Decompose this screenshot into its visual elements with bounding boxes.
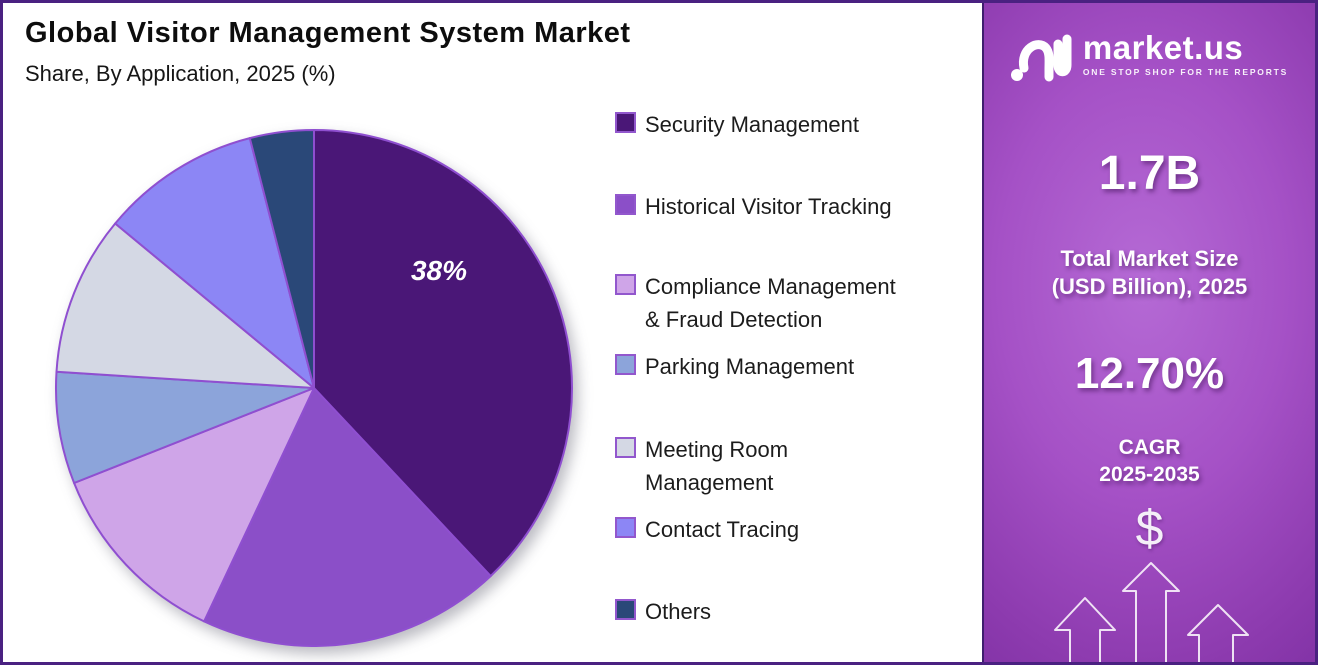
- legend-item: Others: [615, 595, 711, 628]
- cagr-period: 2025-2035: [1099, 463, 1200, 486]
- cagr-label: CAGR: [1118, 436, 1181, 459]
- brand-text: market.us ONE STOP SHOP FOR THE REPORTS: [1082, 29, 1289, 78]
- legend-item: Compliance Management& Fraud Detection: [615, 270, 896, 336]
- legend-swatch: [615, 194, 636, 215]
- pie-slice: [203, 387, 492, 647]
- legend-label: Others: [645, 599, 712, 624]
- legend-label: Contact Tracing: [645, 517, 800, 542]
- market-size-label-line2: (USD Billion), 2025: [1051, 274, 1248, 299]
- brand-logo: market.us ONE STOP SHOP FOR THE REPORTS: [984, 27, 1315, 85]
- pie-chart: [51, 125, 577, 651]
- legend-label: Historical Visitor Tracking: [645, 194, 892, 219]
- legend-label: Compliance Management& Fraud Detection: [645, 274, 896, 332]
- market-size-label: Total Market Size (USD Billion), 2025: [984, 245, 1315, 301]
- growth-arrows-icon: [1054, 562, 1249, 662]
- market-size-value: 1.7B: [1098, 147, 1201, 200]
- legend-swatch: [615, 112, 636, 133]
- pie-slice: [313, 129, 574, 578]
- page-title: Global Visitor Management System Market: [25, 17, 631, 49]
- sidebar: market.us ONE STOP SHOP FOR THE REPORTS …: [982, 3, 1315, 662]
- legend-item: Parking Management: [615, 350, 854, 383]
- pie-slice: [114, 137, 315, 389]
- market-size-label-line1: Total Market Size: [1060, 246, 1239, 271]
- pie-slice: [55, 370, 315, 484]
- legend-swatch: [615, 274, 636, 295]
- legend-item: Historical Visitor Tracking: [615, 190, 892, 223]
- brand-name: market.us: [1082, 29, 1244, 66]
- brand-tagline: ONE STOP SHOP FOR THE REPORTS: [1082, 67, 1289, 77]
- legend-label: Parking Management: [645, 354, 855, 379]
- slice-data-label: 38%: [410, 255, 468, 286]
- page-subtitle: Share, By Application, 2025 (%): [25, 61, 336, 86]
- legend-item: Security Management: [615, 108, 859, 141]
- legend-swatch: [615, 599, 636, 620]
- legend-label: Security Management: [645, 112, 859, 137]
- legend-swatch: [615, 437, 636, 458]
- dollar-icon: $: [1135, 500, 1164, 556]
- pie-slice: [248, 128, 315, 389]
- cagr-value: 12.70%: [1074, 349, 1225, 398]
- legend-item: Contact Tracing: [615, 513, 799, 546]
- pie-slice: [55, 222, 315, 389]
- legend-swatch: [615, 517, 636, 538]
- logo-mark-icon: [1010, 34, 1072, 82]
- pie-slice: [73, 387, 315, 623]
- pie-chart-svg: [55, 128, 574, 647]
- legend-swatch: [615, 354, 636, 375]
